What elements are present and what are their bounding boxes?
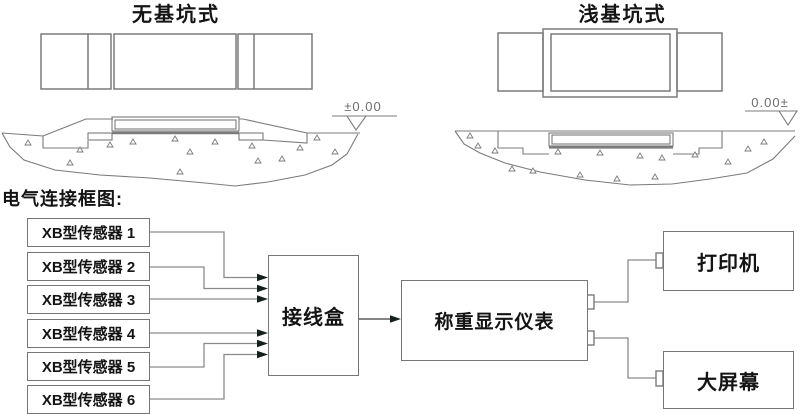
printer-label: 打印机: [697, 252, 760, 275]
junction-box-label: 接线盒: [282, 307, 345, 329]
sensor-wires: [149, 231, 258, 400]
sensor-label-1: XB型传感器 1: [41, 225, 136, 242]
level-mark-left: ±0.00: [344, 99, 382, 114]
sensor-box-2: XB型传感器 2: [27, 252, 150, 281]
aggregate-marks-right: [466, 132, 768, 182]
sensor-label-2: XB型传感器 2: [41, 259, 136, 276]
weighing-indicator-box: 称重显示仪表: [401, 280, 588, 361]
sensor-label-5: XB型传感器 5: [41, 359, 136, 376]
junction-to-indicator-wire: [358, 315, 401, 323]
sensor-label-3: XB型传感器 3: [41, 292, 136, 309]
junction-box: 接线盒: [268, 255, 359, 376]
sensor-box-1: XB型传感器 1: [27, 218, 150, 247]
level-mark-symbol-right: [745, 110, 799, 127]
plan-view-shallow-pit: [497, 28, 723, 98]
plan-view-pitless: [40, 33, 313, 90]
cross-section-shallow-pit: [454, 110, 799, 186]
title-pitless: 无基坑式: [132, 3, 220, 26]
big-screen-label: 大屏幕: [697, 371, 760, 394]
cross-section-pitless: [1, 115, 397, 187]
sensor-box-6: XB型传感器 6: [27, 385, 150, 414]
printer-box: 打印机: [663, 231, 794, 291]
sensor-box-5: XB型传感器 5: [27, 352, 150, 381]
output-wires: [594, 259, 656, 379]
sensor-label-6: XB型传感器 6: [41, 392, 136, 409]
sensor-label-4: XB型传感器 4: [41, 326, 136, 343]
sensor-box-3: XB型传感器 3: [27, 285, 150, 314]
sensor-wire-arrowheads: [257, 273, 268, 359]
aggregate-marks-left: [24, 134, 339, 175]
connector-tabs: [586, 252, 664, 387]
sensor-box-4: XB型传感器 4: [27, 319, 150, 348]
level-mark-right: 0.00±: [751, 95, 789, 110]
weighing-indicator-label: 称重显示仪表: [434, 312, 555, 333]
level-mark-symbol-left: [332, 115, 397, 131]
block-diagram-heading: 电气连接框图:: [2, 189, 123, 209]
big-screen-box: 大屏幕: [663, 351, 794, 409]
title-shallow-pit: 浅基坑式: [578, 3, 667, 26]
